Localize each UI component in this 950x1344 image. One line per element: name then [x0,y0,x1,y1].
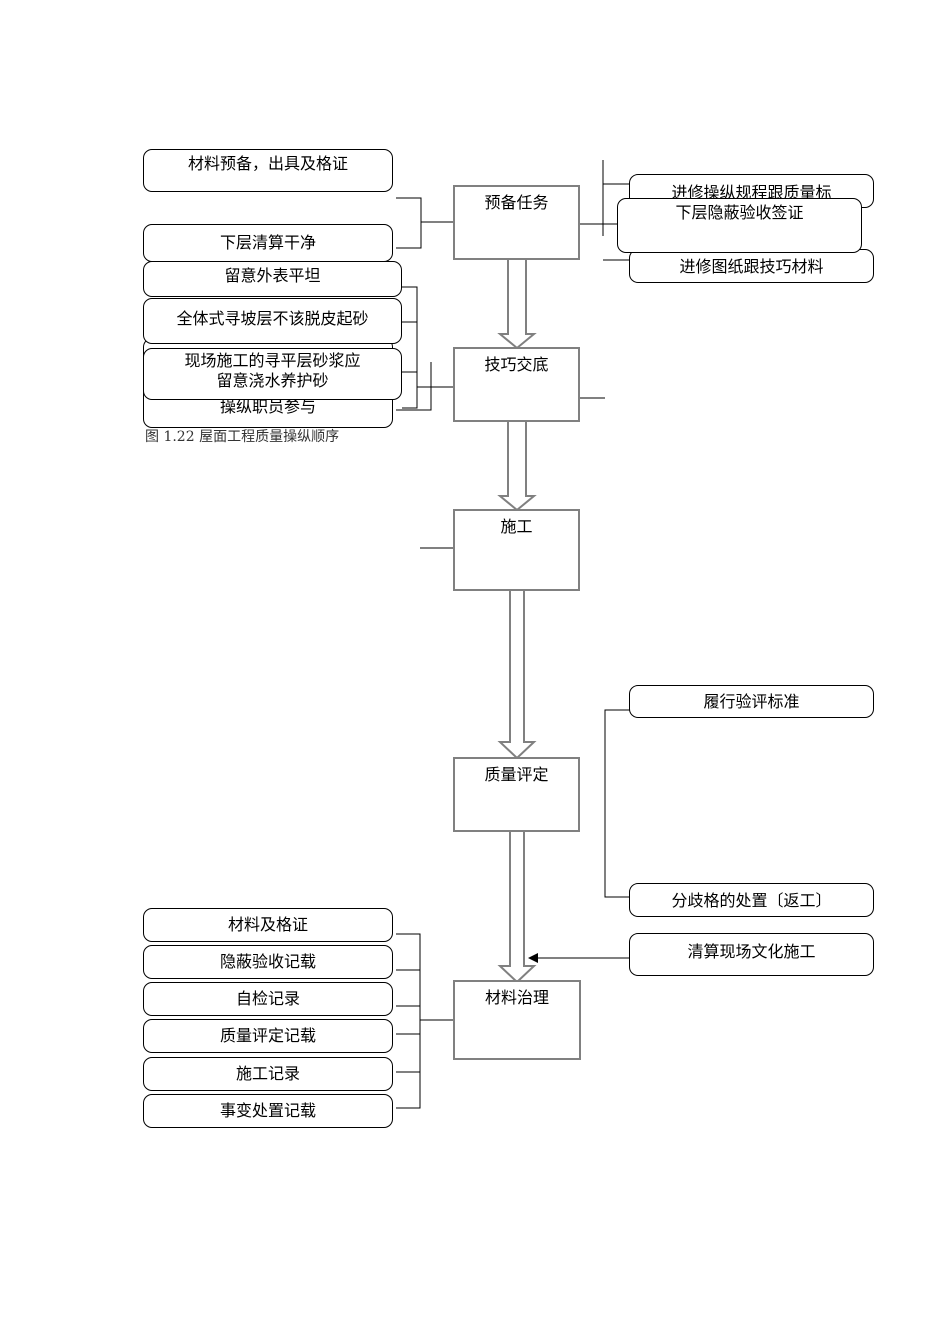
step-tech-label: 技巧交底 [484,355,549,374]
prep-input-1-label: 材料预备，出具及格证 [187,154,348,173]
step-prep-label: 预备任务 [484,193,549,212]
step-quality-label: 质量评定 [484,765,549,784]
prep-output-3-label: 进修图纸跟技巧材料 [679,257,824,276]
tech-input-2-label: 全体式寻坡层不该脱皮起砂 [176,309,369,328]
cleanup-box: 清算现场文化施工 [629,933,874,976]
quality-output-2: 分歧格的处置〔返工〕 [629,883,874,917]
record-4: 质量评定记载 [143,1019,393,1053]
record-1-label: 材料及格证 [227,915,308,934]
quality-output-1-label: 履行验评标准 [703,692,800,711]
record-5-label: 施工记录 [235,1064,300,1083]
tech-input-2: 全体式寻坡层不该脱皮起砂 [143,298,402,344]
step-construction-label: 施工 [500,517,533,536]
prep-input-1: 材料预备，出具及格证 [143,149,393,192]
tech-input-4-label: 操纵职员参与 [219,397,316,416]
prep-output-2-label: 下层隐蔽验收签证 [675,203,804,222]
record-2: 隐蔽验收记载 [143,945,393,979]
record-2-label: 隐蔽验收记载 [219,952,316,971]
prep-output-1-label: 进修操纵规程跟质量标 [671,183,832,202]
record-3: 自检记录 [143,982,393,1016]
step-materials-label: 材料治理 [484,988,549,1007]
step-tech-box: 技巧交底 [453,347,580,422]
tech-input-3-label: 现场施工的寻平层砂浆应留意浇水养护砂 [184,351,361,390]
step-prep-box: 预备任务 [453,185,580,260]
quality-output-2-label: 分歧格的处置〔返工〕 [671,891,832,910]
step-materials-box: 材料治理 [453,980,581,1060]
record-6: 事变处置记载 [143,1094,393,1128]
record-1: 材料及格证 [143,908,393,942]
tech-input-1: 留意外表平坦 [143,261,402,297]
record-5: 施工记录 [143,1057,393,1091]
record-6-label: 事变处置记载 [219,1101,316,1120]
step-construction-box: 施工 [453,509,580,591]
prep-output-3: 进修图纸跟技巧材料 [629,249,874,283]
record-4-label: 质量评定记载 [219,1026,316,1045]
figure-caption: 图 1.22 屋面工程质量操纵顺序 [145,429,340,445]
quality-output-1: 履行验评标准 [629,685,874,718]
tech-input-1-label: 留意外表平坦 [224,266,321,285]
prep-input-2-label: 下层清算干净 [219,233,316,252]
step-quality-box: 质量评定 [453,757,580,832]
prep-input-2: 下层清算干净 [143,224,393,262]
record-3-label: 自检记录 [235,989,300,1008]
tech-input-3: 现场施工的寻平层砂浆应留意浇水养护砂 [143,348,402,400]
prep-output-2: 下层隐蔽验收签证 [617,198,862,253]
cleanup-label: 清算现场文化施工 [687,942,816,961]
